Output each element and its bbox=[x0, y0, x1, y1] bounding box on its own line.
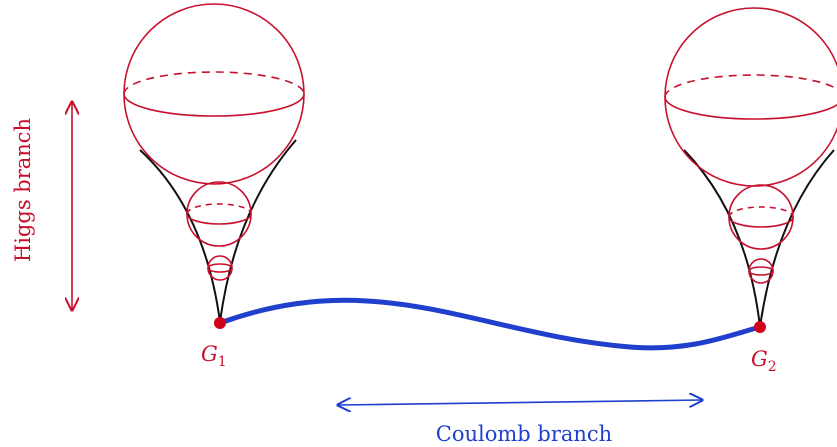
point-g2 bbox=[754, 321, 766, 333]
coulomb-branch-arrow bbox=[338, 400, 702, 405]
cone-right-right-edge bbox=[759, 149, 835, 328]
g2-label-subscript: 2 bbox=[768, 359, 777, 375]
sphere-left-large bbox=[123, 3, 305, 185]
point-g1 bbox=[214, 317, 226, 329]
spheres-left bbox=[123, 3, 305, 281]
g2-label-base: G bbox=[751, 347, 768, 371]
sphere-right-large bbox=[664, 7, 837, 187]
cone-left bbox=[139, 139, 297, 323]
g1-label-base: G bbox=[201, 342, 218, 366]
higgs-branch-label: Higgs branch bbox=[11, 118, 35, 262]
g2-label: G2 bbox=[751, 347, 777, 375]
cone-right-left-edge bbox=[683, 149, 761, 328]
sphere-right-small bbox=[748, 258, 774, 284]
g1-label-subscript: 1 bbox=[218, 354, 227, 370]
cone-left-left-edge bbox=[139, 149, 221, 323]
sphere-left-medium bbox=[186, 181, 252, 247]
coulomb-branch-curve bbox=[217, 297, 763, 351]
cone-right bbox=[683, 149, 835, 328]
sphere-left-small bbox=[207, 255, 233, 281]
coulomb-branch-label: Coulomb branch bbox=[436, 422, 612, 446]
sphere-right-medium bbox=[728, 184, 794, 250]
cone-left-right-edge bbox=[219, 139, 297, 323]
spheres-right bbox=[664, 7, 837, 284]
g1-label: G1 bbox=[201, 342, 227, 370]
